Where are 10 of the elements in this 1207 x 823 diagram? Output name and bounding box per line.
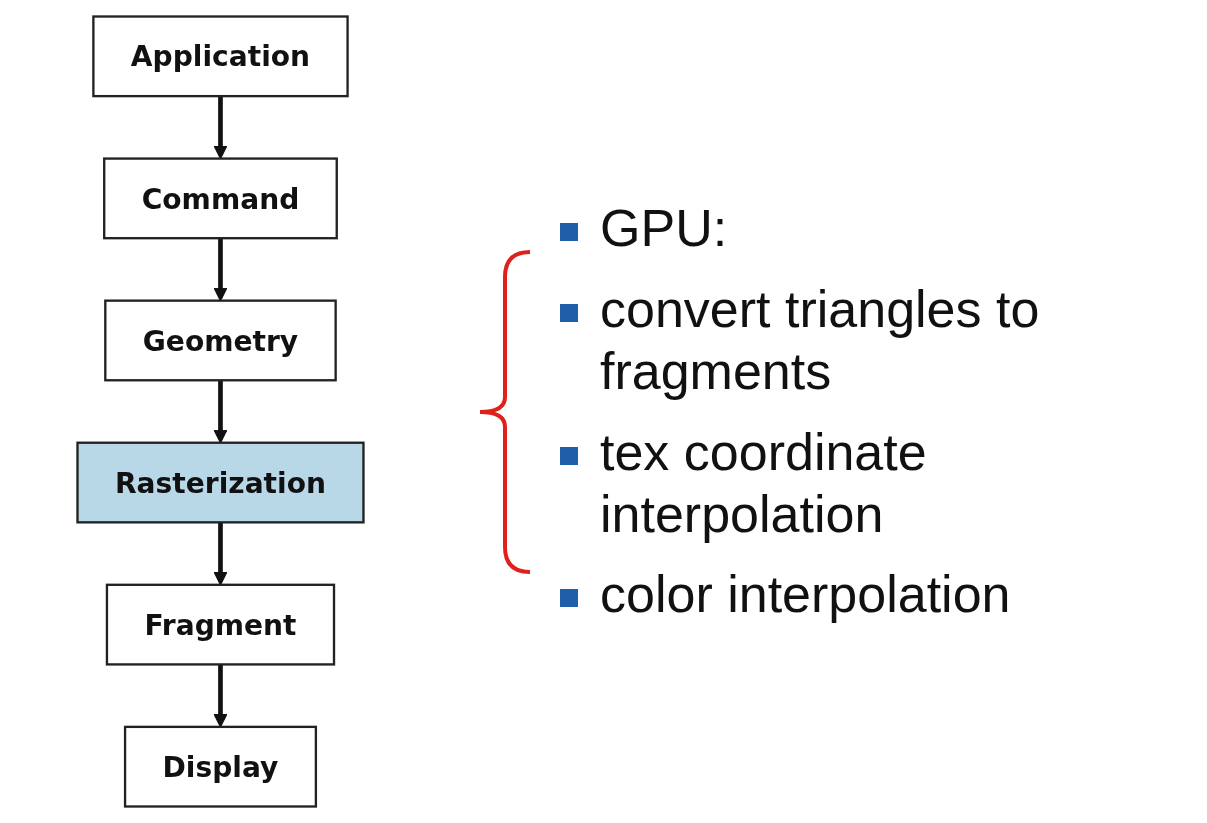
node-box: Command bbox=[102, 157, 338, 240]
bullet-text: convert triangles to fragments bbox=[600, 278, 1041, 403]
node-box: Application bbox=[91, 15, 349, 98]
node-box: Rasterization bbox=[75, 441, 365, 524]
node-box: Fragment bbox=[105, 583, 335, 666]
bullet-text: tex coordinate interpolation bbox=[600, 421, 928, 545]
bullet-text: GPU: bbox=[600, 198, 728, 260]
bullet-text: color interpolation bbox=[600, 564, 1011, 626]
node-box: Geometry bbox=[103, 299, 337, 382]
node-box: Display bbox=[123, 725, 317, 808]
